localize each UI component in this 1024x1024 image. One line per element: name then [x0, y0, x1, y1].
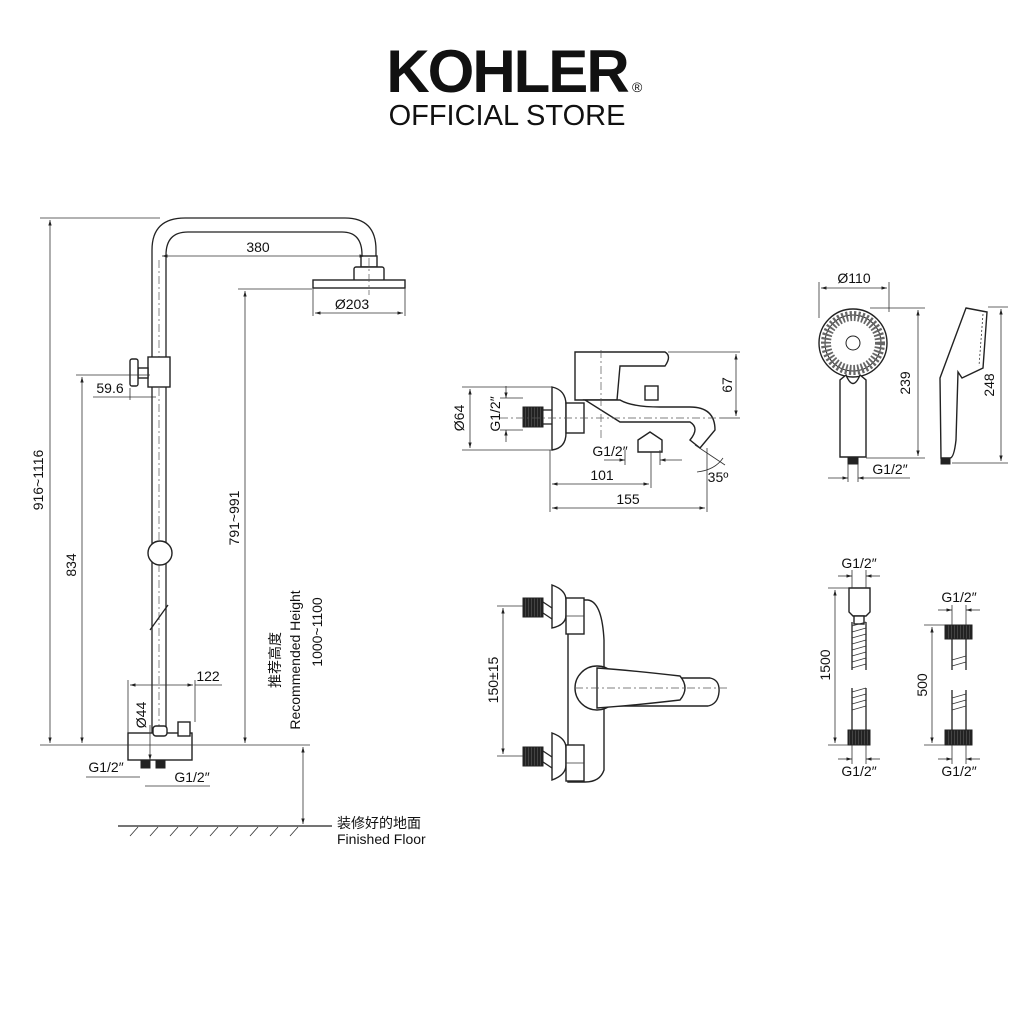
- hose-long-top-connection: G1/2″: [841, 555, 876, 571]
- store-subtitle: OFFICIAL STORE: [389, 100, 626, 132]
- dim-head-diameter: Ø203: [335, 296, 369, 312]
- dim-inlet-thread: G1/2″: [487, 396, 503, 431]
- dim-total-height: 916~1116: [30, 449, 46, 510]
- dim-hose-short-length: 500: [914, 673, 930, 697]
- dim-155: 155: [616, 491, 640, 507]
- registered-mark: ®: [632, 79, 643, 95]
- brand-logo: KOHLER: [386, 38, 629, 105]
- shower-column-drawing: 916~1116 380 Ø203 791~991 834 59.6 122 Ø…: [30, 217, 426, 847]
- hose-short-top-connection: G1/2″: [941, 589, 976, 605]
- dim-head-height: 791~991: [226, 490, 242, 545]
- dim-spout-angle: 35º: [708, 469, 729, 485]
- floor-label-cn: 装修好的地面: [337, 815, 421, 831]
- dim-hose-long-length: 1500: [817, 649, 833, 680]
- hose-long-bottom-connection: G1/2″: [841, 763, 876, 779]
- recommended-height-cn: 推荐高度: [267, 632, 283, 688]
- floor-label-en: Finished Floor: [337, 831, 426, 847]
- inlet-left-label: G1/2″: [88, 759, 123, 775]
- hose-1500-drawing: 1500 G1/2″ G1/2″: [817, 555, 880, 779]
- dim-valve-width: 122: [196, 668, 220, 684]
- recommended-height-value: 1000~1100: [309, 597, 325, 667]
- dim-arm-reach: 380: [246, 239, 270, 255]
- brand-header: KOHLER ® OFFICIAL STORE: [386, 38, 643, 132]
- bath-mixer-front-view: 150±15: [485, 584, 730, 783]
- dim-flange-diameter: Ø64: [451, 405, 467, 432]
- dim-outlet-thread: G1/2″: [592, 443, 627, 459]
- dim-hand-shower-connection: G1/2″: [872, 461, 907, 477]
- dim-holder-offset: 59.6: [96, 380, 123, 396]
- hose-short-bottom-connection: G1/2″: [941, 763, 976, 779]
- dim-mixer-height: 67: [719, 377, 735, 393]
- inlet-right-label: G1/2″: [174, 769, 209, 785]
- bath-mixer-side-view: Ø64 G1/2″ 67 G1/2″ 101 155 35º: [451, 350, 740, 512]
- hose-500-drawing: 500 G1/2″ G1/2″: [914, 589, 980, 779]
- recommended-height-en: Recommended Height: [287, 590, 303, 729]
- dim-hand-shower-length-side: 248: [981, 373, 997, 397]
- dim-holder-height: 834: [63, 553, 79, 577]
- dim-101: 101: [590, 467, 614, 483]
- dim-hand-shower-diameter: Ø110: [837, 270, 870, 286]
- dim-valve-diameter: Ø44: [133, 702, 149, 729]
- dim-hand-shower-length-front: 239: [897, 371, 913, 395]
- hand-shower-drawing: Ø110 239 248 G1/2″: [818, 270, 1008, 482]
- dim-inlet-centers: 150±15: [485, 656, 501, 703]
